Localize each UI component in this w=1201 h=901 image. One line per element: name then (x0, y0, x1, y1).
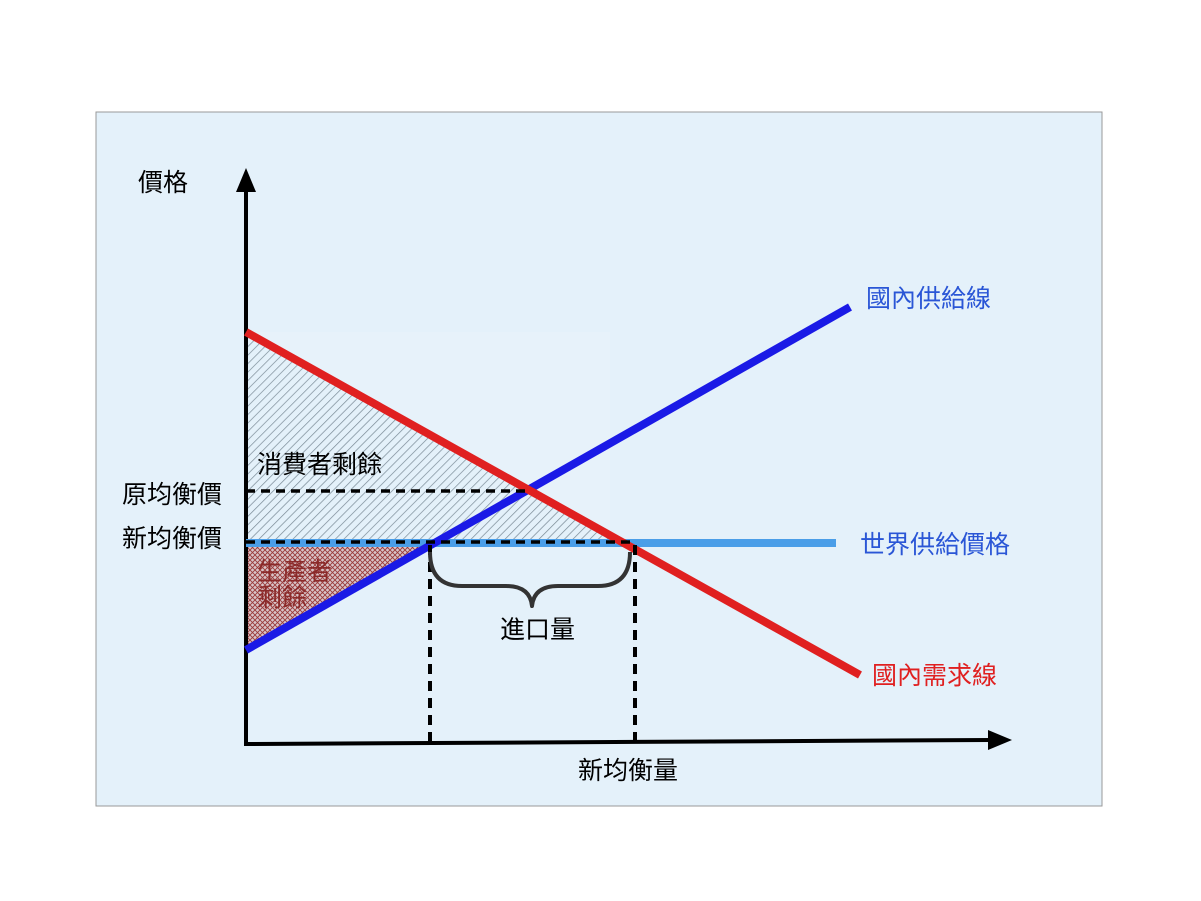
imports-label: 進口量 (500, 615, 575, 644)
x-axis (243, 738, 991, 746)
domestic-supply-label: 國內供給線 (866, 284, 991, 313)
producer-surplus-label-line1: 生產者 (257, 557, 332, 586)
imports-brace (428, 551, 632, 608)
original-equilibrium-price-label: 原均衡價 (122, 480, 222, 509)
new-equilibrium-price-label: 新均衡價 (122, 524, 222, 553)
y-axis-label: 價格 (138, 168, 188, 197)
producer-surplus-label-line2: 剩餘 (257, 583, 307, 612)
x-axis-label: 新均衡量 (578, 756, 678, 785)
world-supply-price-label: 世界供給價格 (860, 530, 1010, 559)
domestic-supply-line (244, 303, 852, 654)
x-axis-arrowhead (988, 730, 1012, 750)
domestic-demand-label: 國內需求線 (872, 661, 997, 690)
domestic-demand-line (244, 328, 862, 679)
consumer-surplus-label: 消費者剩餘 (257, 450, 382, 479)
y-axis-arrowhead (236, 168, 256, 192)
